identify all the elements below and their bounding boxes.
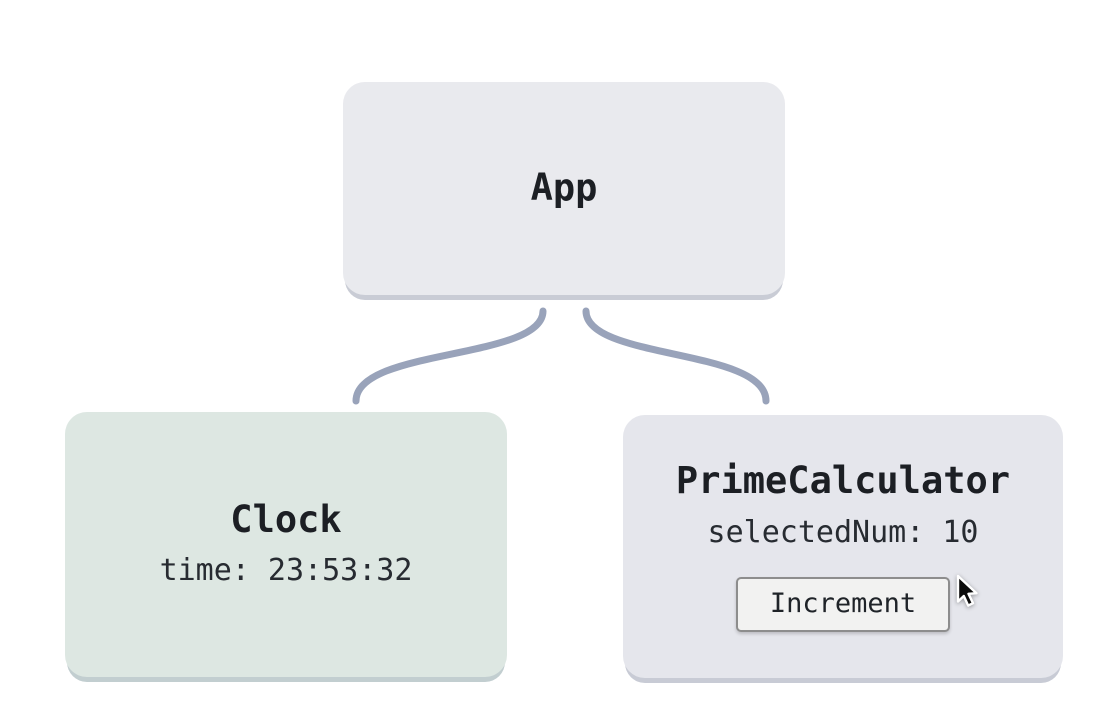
clock-time-state-label: time: 23:53:32 [159,553,413,589]
node-title-app: App [530,166,598,210]
component-node-clock: Clock time: 23:53:32 [65,412,507,677]
connector-app-to-clock [352,307,547,405]
selected-num-state-label: selectedNum: 10 [707,514,979,550]
increment-button[interactable]: Increment [735,576,951,632]
component-node-prime-calculator: PrimeCalculator selectedNum: 10 Incremen… [623,415,1063,678]
component-node-app: App [343,82,785,295]
connector-app-to-prime-calculator [582,307,770,405]
node-title-clock: Clock [230,497,342,541]
node-title-prime-calculator: PrimeCalculator [675,459,1011,503]
